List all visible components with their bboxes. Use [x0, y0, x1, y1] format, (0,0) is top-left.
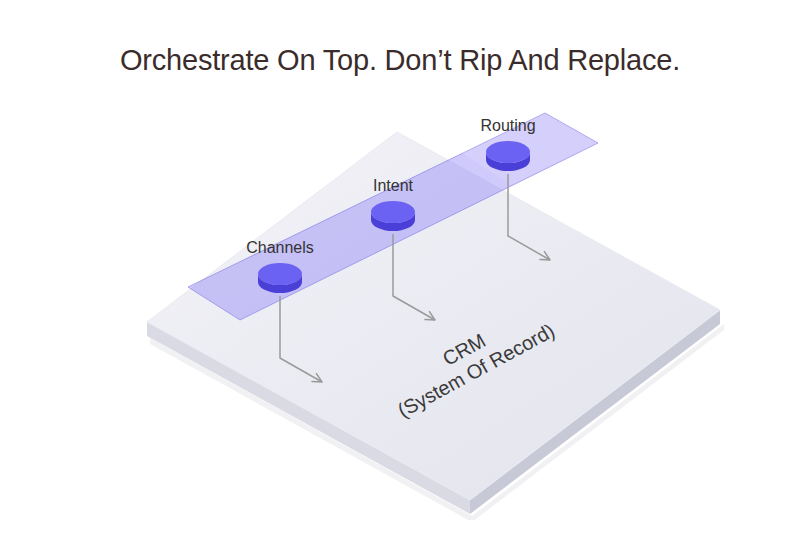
layer-node: Channels	[235, 238, 325, 296]
disc-top	[371, 201, 415, 223]
slab-top	[147, 132, 720, 500]
layer-node: Routing	[463, 116, 553, 174]
layer-label: Channels	[246, 238, 314, 258]
disc-top	[486, 141, 530, 163]
disc-symbol	[257, 262, 303, 296]
layer-label: Intent	[373, 176, 413, 196]
layer-node: Intent	[348, 176, 438, 234]
disc-symbol	[370, 200, 416, 234]
layer-label: Routing	[480, 116, 535, 136]
layer-highlight	[460, 113, 598, 185]
disc-symbol	[485, 140, 531, 174]
diagram-title: Orchestrate On Top. Don’t Rip And Replac…	[0, 42, 800, 78]
disc-top	[258, 263, 302, 285]
